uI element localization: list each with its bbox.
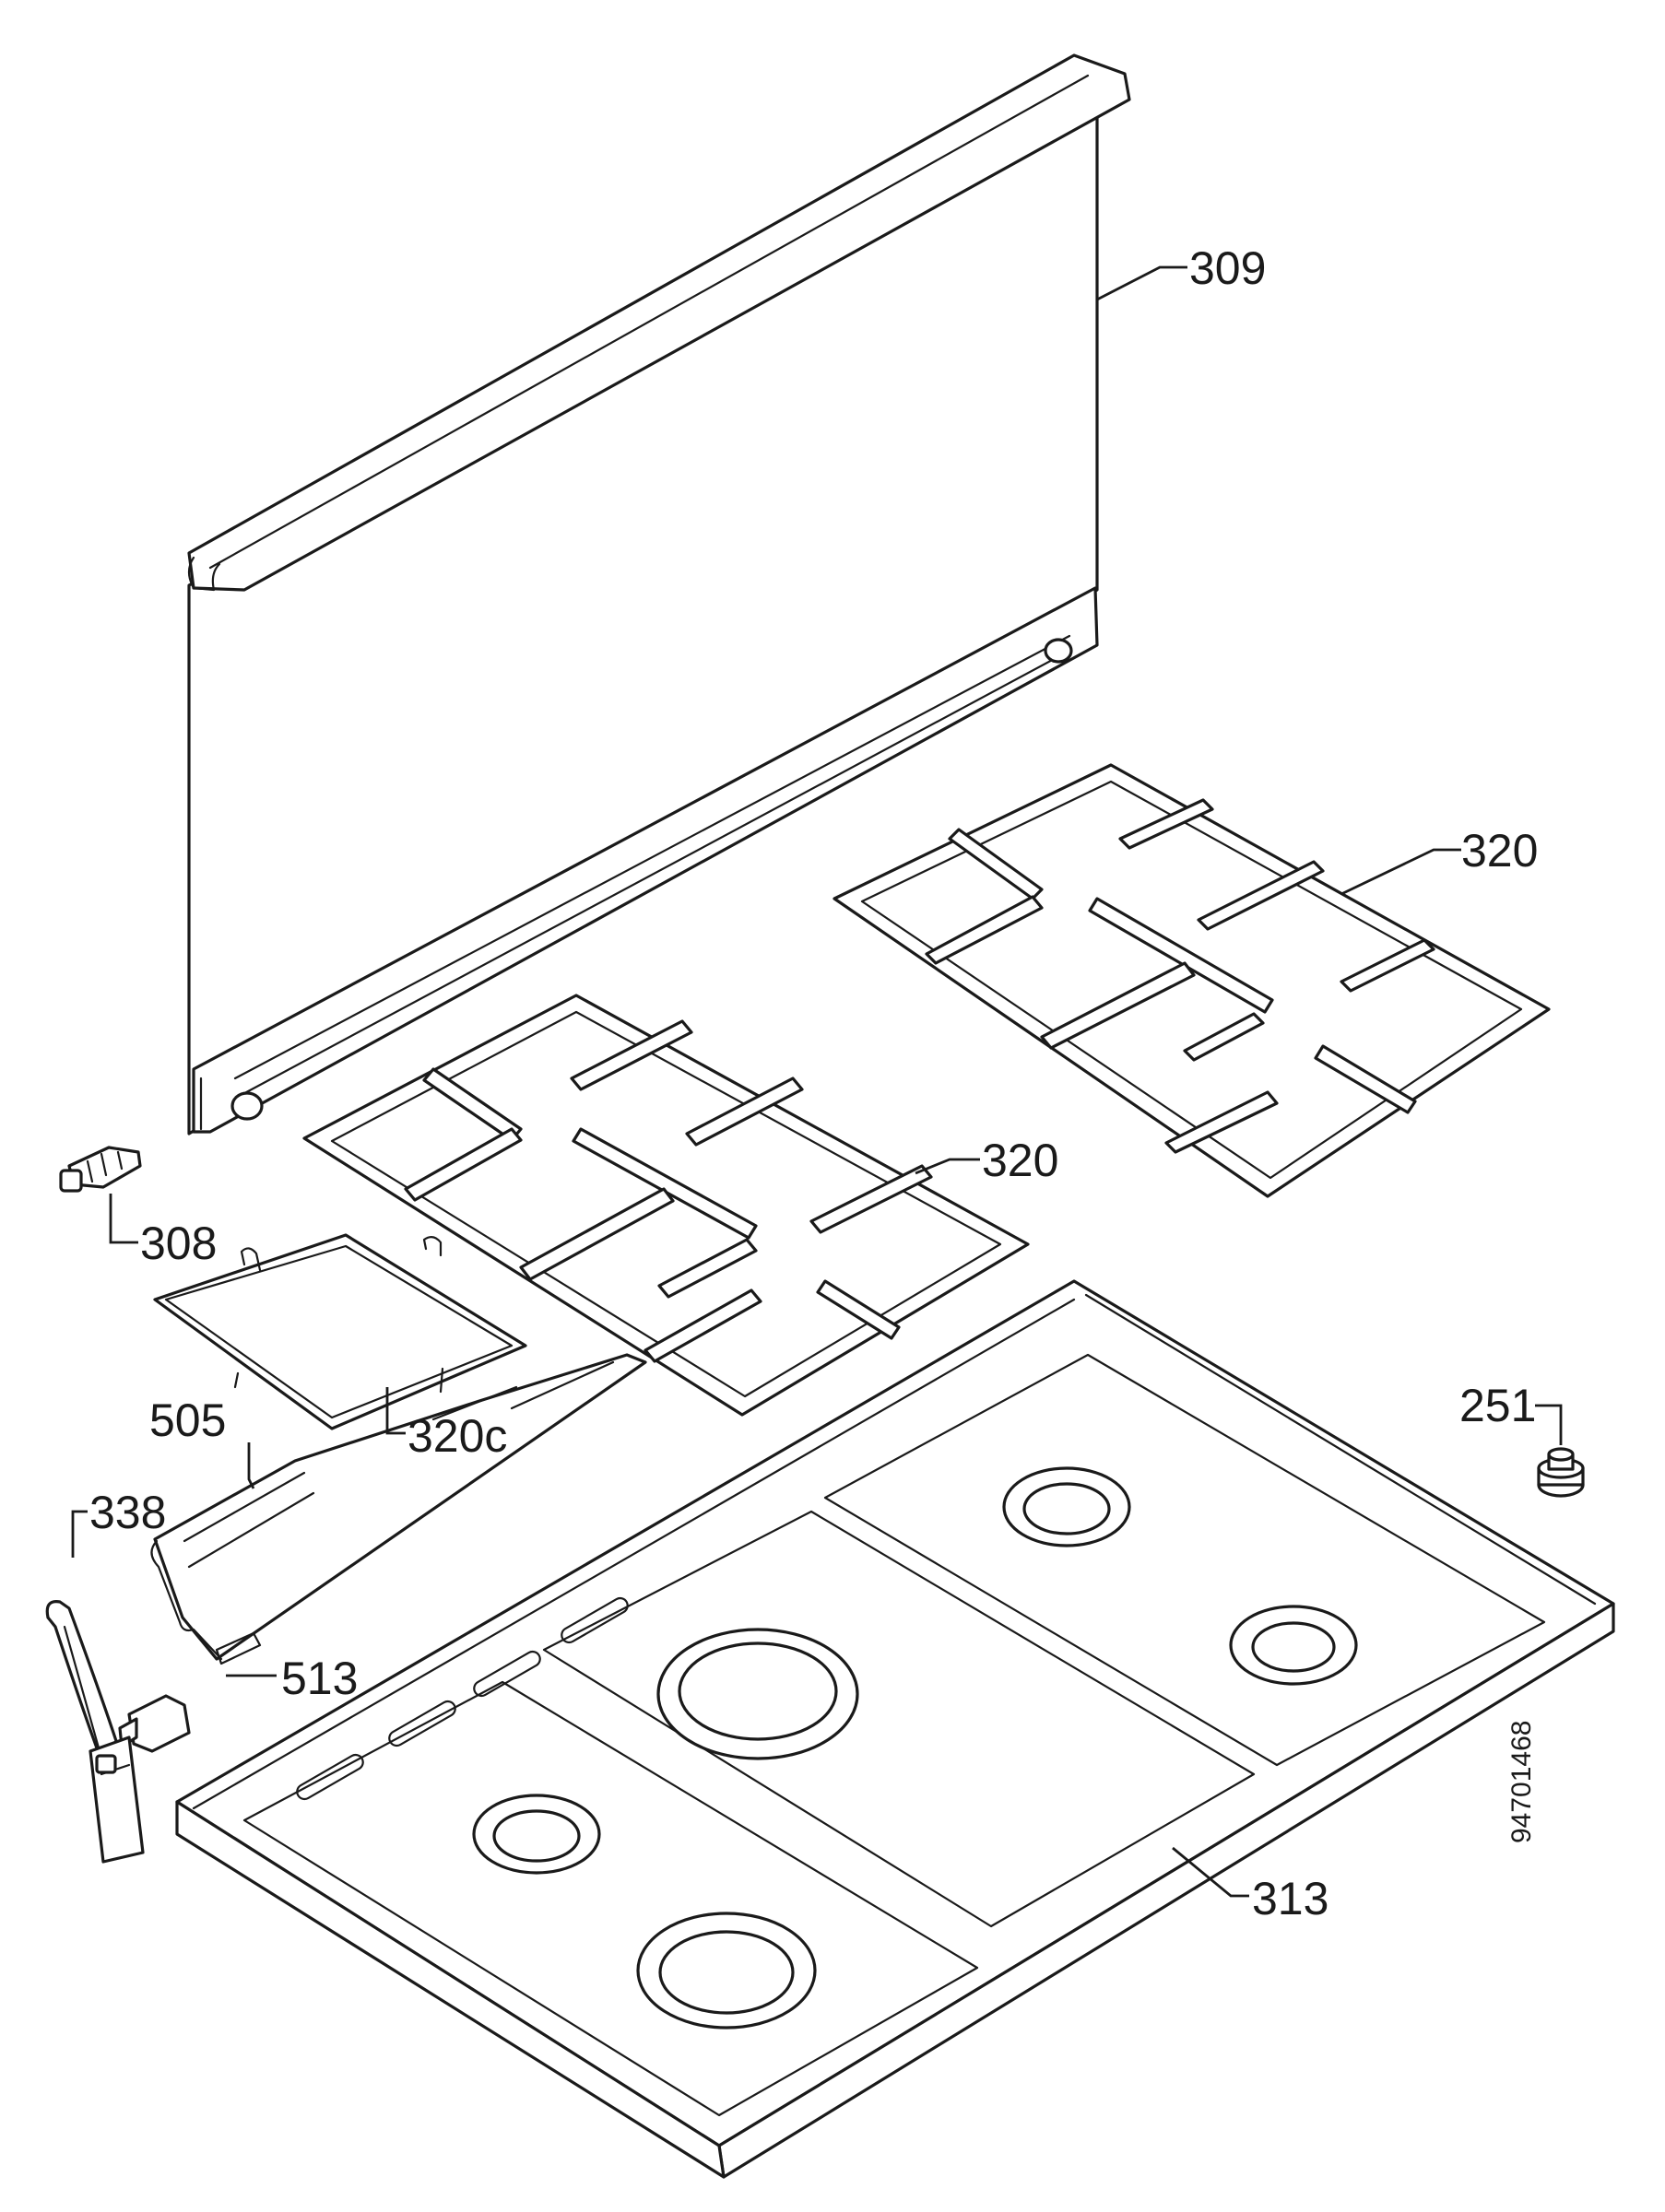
label-505: 505 bbox=[149, 1394, 226, 1446]
label-308: 308 bbox=[140, 1218, 217, 1269]
lever-338 bbox=[45, 1600, 145, 1864]
label-338: 338 bbox=[89, 1487, 166, 1538]
part-labels: 309 320 320 308 320c 505 338 513 251 313… bbox=[89, 242, 1538, 1924]
label-309: 309 bbox=[1189, 242, 1266, 294]
pan-support-right-320 bbox=[832, 763, 1551, 1198]
label-251: 251 bbox=[1459, 1380, 1536, 1431]
glass-lid-309 bbox=[187, 53, 1131, 1135]
clip-513 bbox=[118, 1631, 262, 1753]
drawing-number: 94701468 bbox=[1506, 1721, 1537, 1843]
label-513: 513 bbox=[281, 1653, 358, 1704]
screw-308 bbox=[59, 1146, 142, 1193]
label-320c: 320c bbox=[407, 1410, 507, 1462]
knob-251 bbox=[1537, 1447, 1585, 1498]
wire-grid-320c bbox=[153, 1233, 527, 1430]
leader-lines bbox=[71, 265, 1563, 1898]
label-320-right: 320 bbox=[1461, 825, 1538, 877]
hob-top-313 bbox=[175, 1279, 1615, 2179]
front-rail-505 bbox=[150, 1353, 647, 1661]
label-320-left: 320 bbox=[982, 1135, 1058, 1186]
label-313: 313 bbox=[1252, 1873, 1328, 1924]
pan-support-left-320 bbox=[302, 994, 1030, 1417]
